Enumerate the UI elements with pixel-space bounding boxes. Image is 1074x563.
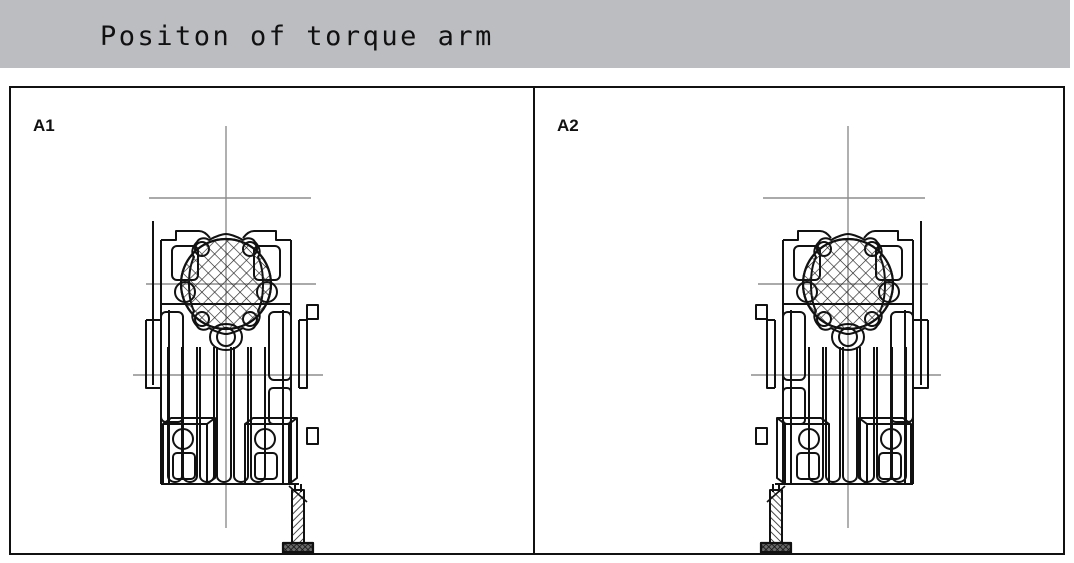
- header-bar: Positon of torque arm: [0, 0, 1070, 68]
- pane-a1: A1: [11, 88, 533, 553]
- drawing-a1: [11, 88, 533, 553]
- pane-label-a1: A1: [33, 116, 55, 135]
- pane-label-a2: A2: [557, 116, 579, 135]
- page-title: Positon of torque arm: [100, 21, 494, 52]
- drawing-panel: A1: [9, 86, 1065, 555]
- drawing-a2: [535, 88, 1063, 553]
- pane-a2: A2: [533, 88, 1063, 553]
